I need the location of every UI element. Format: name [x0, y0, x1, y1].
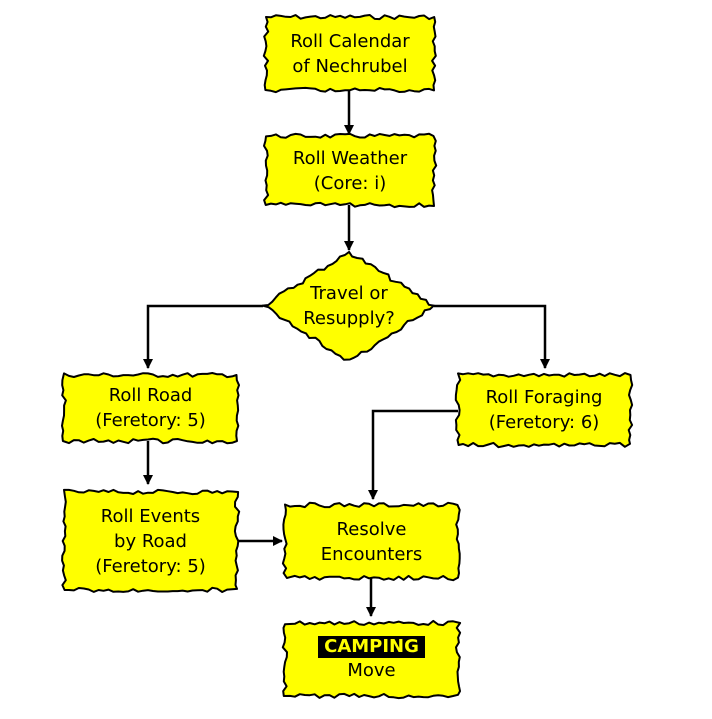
- edge-foraging-to-encounters: [368, 409, 458, 500]
- node-roll-foraging-line2: (Feretory: 6): [488, 412, 600, 433]
- node-travel-or-resupply-line2: Resupply?: [303, 308, 395, 329]
- node-roll-events: Roll Events by Road (Feretory: 5): [64, 492, 237, 590]
- node-travel-or-resupply-shape: [261, 250, 435, 361]
- node-roll-calendar-shape: [262, 14, 437, 94]
- node-roll-weather-shape: [263, 132, 438, 209]
- node-roll-events-line1: Roll Events: [100, 505, 201, 527]
- camping-tag: CAMPING: [318, 636, 425, 658]
- node-roll-events-line3: (Feretory: 5): [95, 555, 206, 577]
- node-roll-road: Roll Road (Feretory: 5): [64, 375, 237, 441]
- node-roll-foraging-line1: Roll Foraging: [485, 387, 603, 408]
- edge-decision-to-foraging: [434, 304, 550, 369]
- node-roll-events-line2: by Road: [114, 530, 187, 552]
- node-resolve-encounters: Resolve Encounters: [285, 505, 458, 578]
- edges: [143, 90, 550, 617]
- node-roll-foraging-shape: [454, 372, 634, 449]
- edge-decision-to-road: [143, 304, 263, 369]
- node-resolve-encounters-line2: Encounters: [320, 543, 423, 565]
- node-roll-weather-line2: (Core: i): [313, 172, 387, 194]
- node-resolve-encounters-line1: Resolve: [336, 518, 407, 540]
- node-roll-calendar-line1: Roll Calendar: [290, 30, 410, 52]
- node-roll-events-shape: [61, 488, 241, 593]
- node-roll-calendar-line2: of Nechrubel: [292, 55, 408, 77]
- node-camping-move: CAMPING Move: [285, 623, 458, 696]
- node-roll-foraging: Roll Foraging (Feretory: 6): [458, 375, 630, 445]
- node-camping-move-line1: Move: [347, 660, 396, 681]
- node-roll-road-line1: Roll Road: [108, 385, 193, 406]
- node-shapes: [61, 14, 634, 700]
- node-roll-weather-line1: Roll Weather: [292, 147, 408, 169]
- node-roll-calendar: Roll Calendar of Nechrubel: [266, 17, 434, 90]
- node-resolve-encounters-shape: [281, 501, 461, 582]
- node-roll-weather: Roll Weather (Core: i): [266, 136, 434, 205]
- node-roll-road-shape: [61, 372, 240, 445]
- node-roll-road-line2: (Feretory: 5): [95, 410, 206, 431]
- node-travel-or-resupply: Travel or Resupply?: [293, 276, 405, 336]
- node-travel-or-resupply-line1: Travel or: [310, 283, 388, 304]
